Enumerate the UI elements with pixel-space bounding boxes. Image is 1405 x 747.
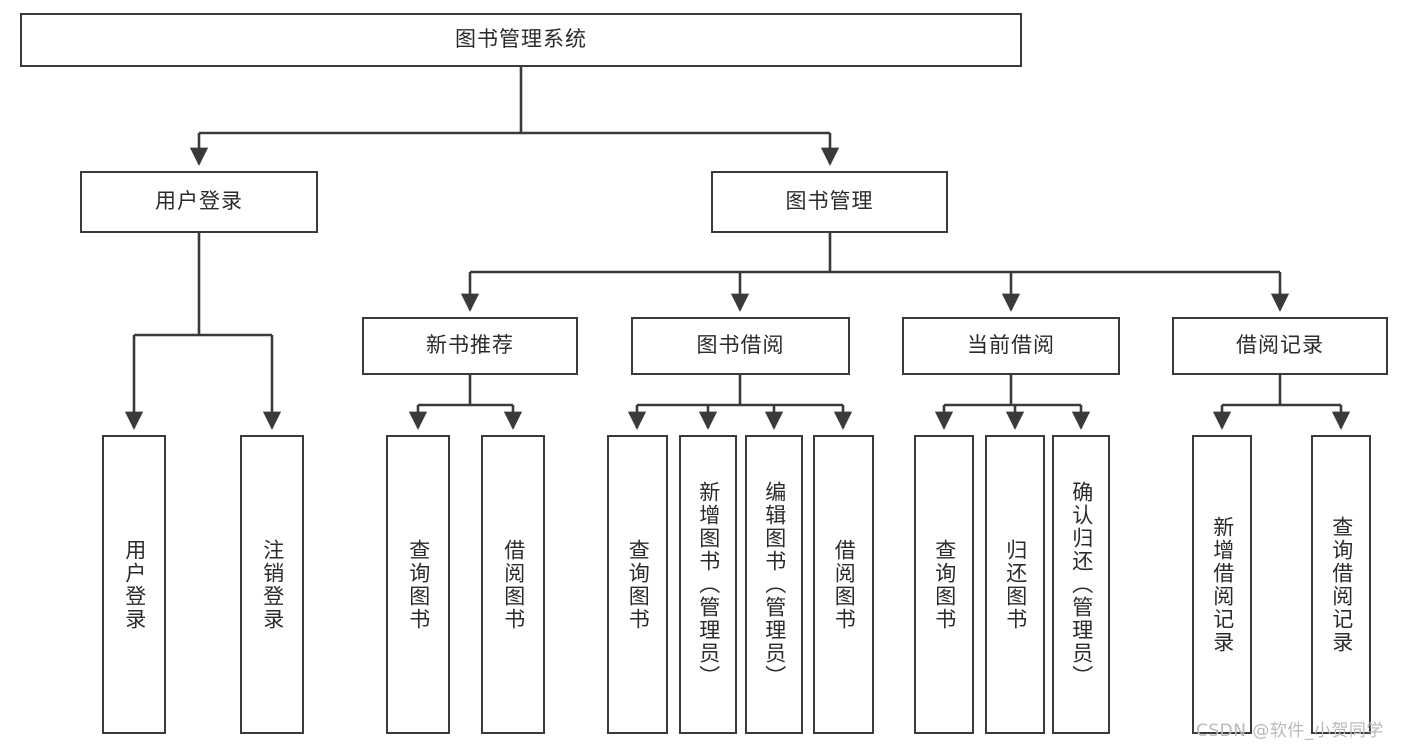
leaf-edit-book-admin-label: 编辑图书（管理员）: [762, 481, 787, 688]
leaf-confirm-return-admin[interactable]: 确认归还（管理员）: [1052, 435, 1110, 734]
leaf-query-book-recommend[interactable]: 查询图书: [386, 435, 450, 734]
node-current-borrow-label: 当前借阅: [967, 333, 1055, 358]
leaf-query-book-current-label: 查询图书: [932, 538, 957, 631]
leaf-edit-book-admin[interactable]: 编辑图书（管理员）: [745, 435, 803, 734]
leaf-user-login-label: 用户登录: [122, 538, 147, 631]
leaf-user-logout-label: 注销登录: [260, 538, 285, 631]
leaf-add-book-admin[interactable]: 新增图书（管理员）: [679, 435, 737, 734]
node-current-borrow[interactable]: 当前借阅: [902, 317, 1120, 375]
leaf-query-book-current[interactable]: 查询图书: [914, 435, 974, 734]
node-root-label: 图书管理系统: [455, 27, 587, 52]
leaf-confirm-return-admin-label: 确认归还（管理员）: [1069, 481, 1094, 688]
leaf-add-book-admin-label: 新增图书（管理员）: [696, 481, 721, 688]
leaf-add-borrow-record[interactable]: 新增借阅记录: [1192, 435, 1252, 734]
node-user-login[interactable]: 用户登录: [80, 171, 318, 233]
leaf-borrow-book-recommend-label: 借阅图书: [501, 538, 526, 631]
leaf-borrow-book-label: 借阅图书: [832, 538, 857, 631]
leaf-return-book-label: 归还图书: [1003, 538, 1028, 631]
node-new-book-recommend-label: 新书推荐: [426, 333, 514, 358]
leaf-query-book-borrow[interactable]: 查询图书: [607, 435, 668, 734]
node-new-book-recommend[interactable]: 新书推荐: [362, 317, 578, 375]
leaf-add-borrow-record-label: 新增借阅记录: [1210, 515, 1235, 654]
leaf-borrow-book-recommend[interactable]: 借阅图书: [481, 435, 545, 734]
leaf-borrow-book[interactable]: 借阅图书: [813, 435, 874, 734]
node-book-borrow[interactable]: 图书借阅: [631, 317, 850, 375]
node-root[interactable]: 图书管理系统: [20, 13, 1022, 67]
leaf-return-book[interactable]: 归还图书: [985, 435, 1045, 734]
leaf-user-login[interactable]: 用户登录: [102, 435, 166, 734]
node-book-management-label: 图书管理: [785, 189, 874, 214]
leaf-query-borrow-record[interactable]: 查询借阅记录: [1311, 435, 1371, 734]
leaf-query-book-recommend-label: 查询图书: [406, 538, 431, 631]
node-book-borrow-label: 图书借阅: [696, 333, 785, 358]
node-user-login-label: 用户登录: [155, 189, 243, 214]
node-book-management[interactable]: 图书管理: [711, 171, 948, 233]
node-borrow-records-label: 借阅记录: [1236, 333, 1324, 358]
node-borrow-records[interactable]: 借阅记录: [1172, 317, 1388, 375]
leaf-query-book-borrow-label: 查询图书: [626, 538, 651, 631]
leaf-user-logout[interactable]: 注销登录: [240, 435, 304, 734]
leaf-query-borrow-record-label: 查询借阅记录: [1329, 515, 1354, 654]
csdn-watermark: CSDN @软件_小贺同学: [1196, 721, 1384, 741]
